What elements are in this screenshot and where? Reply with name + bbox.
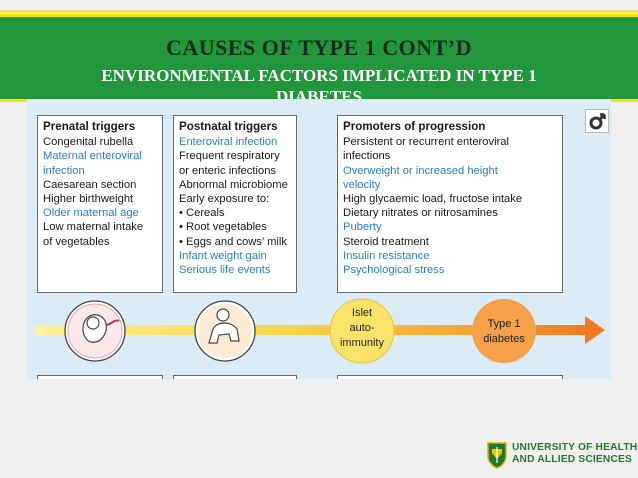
factor-item: infections	[343, 150, 391, 163]
slide-header: CAUSES OF TYPE 1 CONT’D ENVIRONMENTAL FA…	[0, 14, 638, 106]
university-crest-icon	[487, 442, 507, 469]
islet-autoimmunity-stage	[329, 298, 395, 364]
university-name-line1: UNIVERSITY OF HEALTH	[512, 442, 638, 453]
factor-item: Persistent or recurrent enteroviral	[343, 136, 510, 149]
lower-box-1	[37, 375, 163, 379]
islet-label-line3: immunity	[340, 337, 385, 349]
postnatal-triggers-box: Postnatal triggers Enteroviral infection…	[173, 115, 297, 293]
factor-item: Older maternal age	[43, 207, 139, 220]
university-name-line2: AND ALLIED SCIENCES	[512, 454, 633, 465]
timeline-arrow-head	[585, 316, 605, 344]
lower-box-3	[337, 375, 563, 379]
slide-title: CAUSES OF TYPE 1 CONT’D	[165, 35, 473, 60]
factor-item: Abnormal microbiome	[179, 178, 288, 191]
top-accent-line	[0, 10, 638, 13]
progression-promoters-box: Promoters of progression Persistent or r…	[337, 115, 563, 293]
factor-item: • Root vegetables	[179, 221, 267, 234]
prenatal-heading: Prenatal triggers	[43, 120, 136, 133]
factor-item: Puberty	[343, 221, 382, 234]
factor-item: Infant weight gain	[179, 249, 267, 262]
factor-item: Overweight or increased height	[343, 164, 498, 177]
islet-label-line2: auto-	[349, 322, 374, 334]
postnatal-heading: Postnatal triggers	[179, 120, 278, 133]
factor-item: Psychological stress	[343, 264, 445, 277]
timeline-arrow-shaft	[35, 325, 589, 335]
female-symbol-glyph	[589, 113, 606, 130]
factor-item: Dietary nitrates or nitrosamines	[343, 207, 498, 220]
t1d-label-line1: Type 1	[487, 318, 520, 330]
factor-item: High glycaemic load, fructose intake	[343, 193, 523, 206]
factor-item: Enteroviral infection	[179, 136, 278, 149]
factor-item: Congenital rubella	[43, 136, 134, 149]
fetus-stage-icon	[64, 300, 126, 362]
factor-item: velocity	[343, 178, 381, 191]
factor-item: Frequent respiratory	[179, 150, 280, 163]
subtitle-line-1: ENVIRONMENTAL FACTORS IMPLICATED IN TYPE…	[101, 66, 537, 85]
factor-item: Low maternal intake	[43, 221, 144, 234]
factor-item: of vegetables	[43, 235, 110, 248]
progression-timeline: Islet auto- immunity Type 1 diabetes	[35, 298, 605, 364]
university-name: UNIVERSITY OF HEALTH AND ALLIED SCIENCES	[512, 442, 637, 466]
factor-item: or enteric infections	[179, 164, 277, 177]
factor-item: Higher birthweight	[43, 193, 134, 206]
t1d-label-line2: diabetes	[483, 333, 525, 345]
progression-heading: Promoters of progression	[343, 120, 486, 133]
factor-item: • Eggs and cows’ milk	[179, 235, 287, 248]
factor-item: Maternal enteroviral	[43, 150, 142, 163]
type1-diabetes-stage	[472, 299, 536, 363]
infant-stage-icon	[194, 300, 256, 362]
lower-box-2	[173, 375, 297, 379]
factor-item: Caesarean section	[43, 178, 137, 191]
factor-item: Early exposure to:	[179, 193, 270, 206]
islet-label-line1: Islet	[352, 307, 372, 319]
factor-item: Serious life events	[179, 264, 271, 277]
factor-item: Steroid treatment	[343, 235, 429, 248]
female-symbol-icon	[585, 109, 609, 133]
factor-item: • Cereals	[179, 207, 225, 220]
factor-item: infection	[43, 164, 85, 177]
factor-item: Insulin resistance	[343, 249, 430, 262]
